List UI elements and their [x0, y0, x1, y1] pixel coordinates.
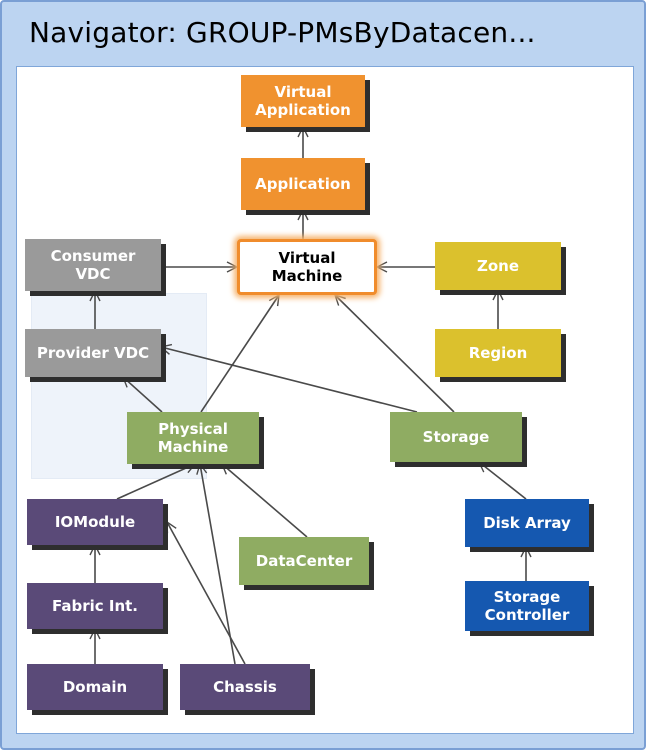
- node-storage[interactable]: Storage: [390, 412, 522, 462]
- node-domain[interactable]: Domain: [27, 664, 163, 710]
- edge-datacenter-to-physical-machine: [222, 464, 308, 538]
- edge-storage-to-provider-vdc: [161, 347, 418, 413]
- node-datacenter[interactable]: DataCenter: [239, 537, 369, 585]
- edge-disk-array-to-storage: [479, 462, 527, 500]
- edge-physical-machine-to-virtual-machine: [200, 295, 279, 413]
- node-provider-vdc[interactable]: Provider VDC: [25, 329, 161, 377]
- node-application[interactable]: Application: [241, 158, 365, 210]
- node-virtual-application[interactable]: Virtual Application: [241, 75, 365, 127]
- node-fabric-int[interactable]: Fabric Int.: [27, 583, 163, 629]
- node-virtual-machine[interactable]: Virtual Machine: [237, 239, 377, 295]
- edges-layer: [17, 67, 633, 665]
- node-consumer-vdc[interactable]: Consumer VDC: [25, 239, 161, 291]
- node-zone[interactable]: Zone: [435, 242, 561, 290]
- node-physical-machine[interactable]: Physical Machine: [127, 412, 259, 464]
- edge-iomodule-to-physical-machine: [116, 464, 195, 500]
- node-region[interactable]: Region: [435, 329, 561, 377]
- edge-storage-to-virtual-machine: [335, 295, 455, 413]
- edge-physical-machine-to-provider-vdc: [123, 377, 163, 413]
- panel-title: Navigator: GROUP-PMsByDatacen...: [29, 16, 536, 49]
- edge-chassis-to-iomodule: [167, 522, 246, 665]
- node-storage-controller[interactable]: Storage Controller: [465, 581, 589, 631]
- node-iomodule[interactable]: IOModule: [27, 499, 163, 545]
- node-chassis[interactable]: Chassis: [180, 664, 310, 710]
- edge-chassis-to-physical-machine: [200, 464, 236, 665]
- node-disk-array[interactable]: Disk Array: [465, 499, 589, 547]
